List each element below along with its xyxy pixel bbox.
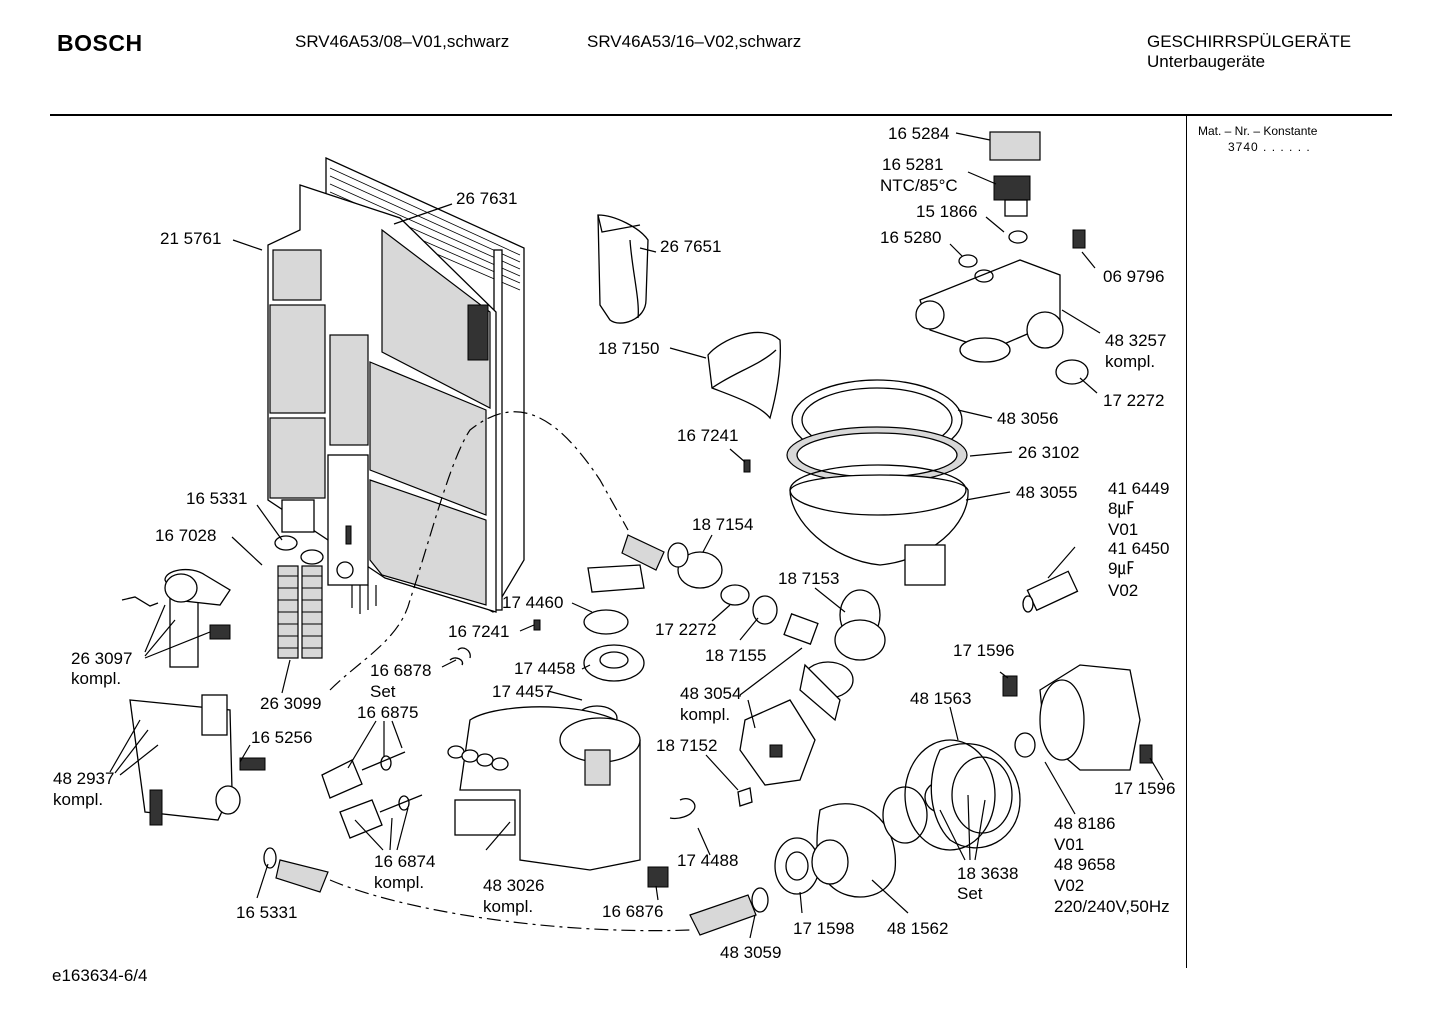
part-label-151866: 15 1866 (916, 202, 977, 221)
appliance-category: GESCHIRRSPÜLGERÄTE (1147, 32, 1352, 51)
part-label-483257-kompl: kompl. (1105, 352, 1155, 371)
model-variant-1: SRV46A53/08–V01,schwarz (295, 32, 510, 51)
part-label-483026-kompl: kompl. (483, 897, 533, 916)
part-label-187153: 18 7153 (778, 569, 839, 588)
part-label-263097: 26 3097 (71, 649, 132, 668)
part-label-171596-a: 17 1596 (953, 641, 1014, 660)
part-label-166878-set: Set (370, 682, 396, 701)
part-label-263099: 26 3099 (260, 694, 321, 713)
part-label-483054-kompl: kompl. (680, 705, 730, 724)
part-label-171596-b: 17 1596 (1114, 779, 1175, 798)
sidebar-divider (1186, 116, 1187, 968)
part-label-416449: 41 6449 (1108, 479, 1169, 498)
sump-assembly-part (786, 379, 969, 661)
water-inlet-valve-part (915, 131, 1089, 385)
model-variant-2: SRV46A53/16–V02,schwarz (587, 32, 802, 51)
circulation-pump-part (774, 664, 1153, 898)
appliance-subcategory: Unterbaugeräte (1147, 52, 1266, 71)
part-label-483257: 48 3257 (1105, 331, 1166, 350)
material-number-value: 3740 . . . . . . (1228, 140, 1311, 154)
part-label-171598: 17 1598 (793, 919, 854, 938)
part-label-167028: 16 7028 (155, 526, 216, 545)
part-label-172272-a: 17 2272 (1103, 391, 1164, 410)
drawing-code: e163634-6/4 (52, 966, 148, 985)
part-label-165281: 16 5281 (882, 155, 943, 174)
detergent-solenoid-part (321, 751, 423, 839)
part-label-483054: 48 3054 (680, 684, 741, 703)
float-parts-part (449, 459, 751, 682)
part-label-174460: 17 4460 (502, 593, 563, 612)
sensor-part (737, 699, 816, 807)
part-label-174488: 17 4488 (677, 851, 738, 870)
part-label-267651: 26 7651 (660, 237, 721, 256)
part-label-483055: 48 3055 (1016, 483, 1077, 502)
part-label-167241-b: 16 7241 (448, 622, 509, 641)
brand-logo: BOSCH (57, 30, 143, 56)
rinse-dispenser-part (597, 214, 649, 324)
part-label-165331-b: 16 5331 (236, 903, 297, 922)
part-label-166875: 16 6875 (357, 703, 418, 722)
part-label-483056: 48 3056 (997, 409, 1058, 428)
part-label-v01-a: V01 (1108, 520, 1138, 539)
part-label-9mf: 9㎌ (1108, 559, 1134, 579)
part-label-187150: 18 7150 (598, 339, 659, 358)
part-label-165284: 16 5284 (888, 124, 949, 143)
part-label-165280: 16 5280 (880, 228, 941, 247)
part-label-174457: 17 4457 (492, 682, 553, 701)
part-label-483059: 48 3059 (720, 943, 781, 962)
part-label-481563: 48 1563 (910, 689, 971, 708)
part-label-481562: 48 1562 (887, 919, 948, 938)
part-label-v02-a: V02 (1108, 581, 1138, 600)
spray-cap-part (707, 331, 781, 420)
part-label-483026: 48 3026 (483, 876, 544, 895)
part-label-ntc: NTC/85°C (880, 176, 958, 195)
part-label-215761: 21 5761 (160, 229, 221, 248)
part-label-482937-kompl: kompl. (53, 790, 103, 809)
part-label-263102: 26 3102 (1018, 443, 1079, 462)
part-label-166878: 16 6878 (370, 661, 431, 680)
part-label-187152: 18 7152 (656, 736, 717, 755)
part-label-166874: 16 6874 (374, 852, 435, 871)
header-divider (50, 114, 1392, 116)
aquastop-valve-part (121, 568, 266, 826)
part-label-166876: 16 6876 (602, 902, 663, 921)
part-label-183638: 18 3638 (957, 864, 1018, 883)
part-label-267631: 26 7631 (456, 189, 517, 208)
part-label-187155: 18 7155 (705, 646, 766, 665)
corrugated-hoses-part (275, 534, 757, 936)
part-label-8mf: 8㎌ (1108, 499, 1134, 519)
part-label-069796: 06 9796 (1103, 267, 1164, 286)
part-label-167241-a: 16 7241 (677, 426, 738, 445)
part-label-174458: 17 4458 (514, 659, 575, 678)
heater-capacitor-part (1022, 570, 1079, 613)
part-label-488186: 48 8186 (1054, 814, 1115, 833)
part-label-416450: 41 6450 (1108, 539, 1169, 558)
part-label-166874-kompl: kompl. (374, 873, 424, 892)
part-label-263097-kompl: kompl. (71, 669, 121, 688)
softener-tank-part (447, 706, 696, 888)
part-label-v02-b: V02 (1054, 876, 1084, 895)
part-label-voltage: 220/240V,50Hz (1054, 897, 1170, 916)
part-label-183638-set: Set (957, 884, 983, 903)
part-label-489658: 48 9658 (1054, 855, 1115, 874)
part-label-482937: 48 2937 (53, 769, 114, 788)
part-label-165331-a: 16 5331 (186, 489, 247, 508)
part-label-172272-b: 17 2272 (655, 620, 716, 639)
part-label-187154: 18 7154 (692, 515, 753, 534)
part-label-165256: 16 5256 (251, 728, 312, 747)
material-number-title: Mat. – Nr. – Konstante (1198, 124, 1318, 138)
part-label-v01-b: V01 (1054, 835, 1084, 854)
hose-connectors-part (667, 542, 854, 722)
